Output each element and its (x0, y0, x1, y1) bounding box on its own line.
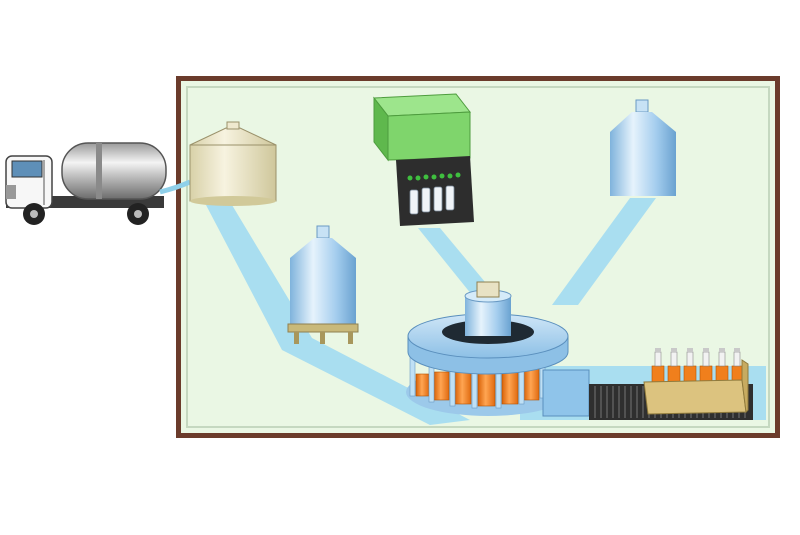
bottle-washer-front (387, 111, 471, 161)
receiving-tank-hatch (226, 121, 240, 130)
crate-side (741, 359, 749, 414)
process-tank-nozzle (316, 225, 330, 239)
plant-inner-outline (186, 86, 770, 428)
receiving-tank (189, 121, 277, 206)
truck-window (11, 160, 43, 178)
syrup-tank (610, 99, 676, 196)
process-tank-roof (290, 238, 356, 258)
receiving-tank-roof (189, 127, 277, 146)
washer-bottle-row (409, 185, 455, 215)
bottle-crate (643, 348, 749, 415)
receiving-tank-bottom (190, 196, 276, 206)
truck-tank-band (96, 143, 102, 199)
process-tank-leg-2 (320, 332, 325, 344)
truck-tank-body (61, 142, 167, 200)
process-tank-leg-1 (294, 332, 299, 344)
crate-front (643, 379, 747, 415)
rotary-filler (406, 281, 570, 416)
process-tank-body (290, 258, 356, 324)
flow-receiving-to-filler (206, 205, 470, 425)
syrup-tank-body (610, 132, 676, 196)
filler-central-column (465, 296, 511, 336)
process-tank-stand (287, 323, 359, 333)
capping-unit (542, 369, 590, 417)
bottle-washer (373, 93, 474, 226)
syrup-tank-roof (610, 112, 676, 132)
truck-rear-hub (134, 210, 142, 218)
process-tank-leg-3 (348, 332, 353, 344)
delivery-tanker-truck (5, 142, 191, 225)
filler-column-knob (476, 281, 500, 298)
process-tank (287, 225, 359, 344)
filler-bottles (415, 367, 540, 407)
syrup-tank-nozzle (635, 99, 649, 113)
bottle-washer-side (373, 96, 389, 162)
truck-hose (159, 179, 191, 195)
flow-syrup-to-filler (552, 198, 656, 305)
receiving-tank-body (189, 144, 277, 202)
washer-nozzles (407, 172, 461, 181)
truck-grille (6, 185, 16, 199)
truck-front-hub (30, 210, 38, 218)
crate-bottles (651, 348, 743, 387)
